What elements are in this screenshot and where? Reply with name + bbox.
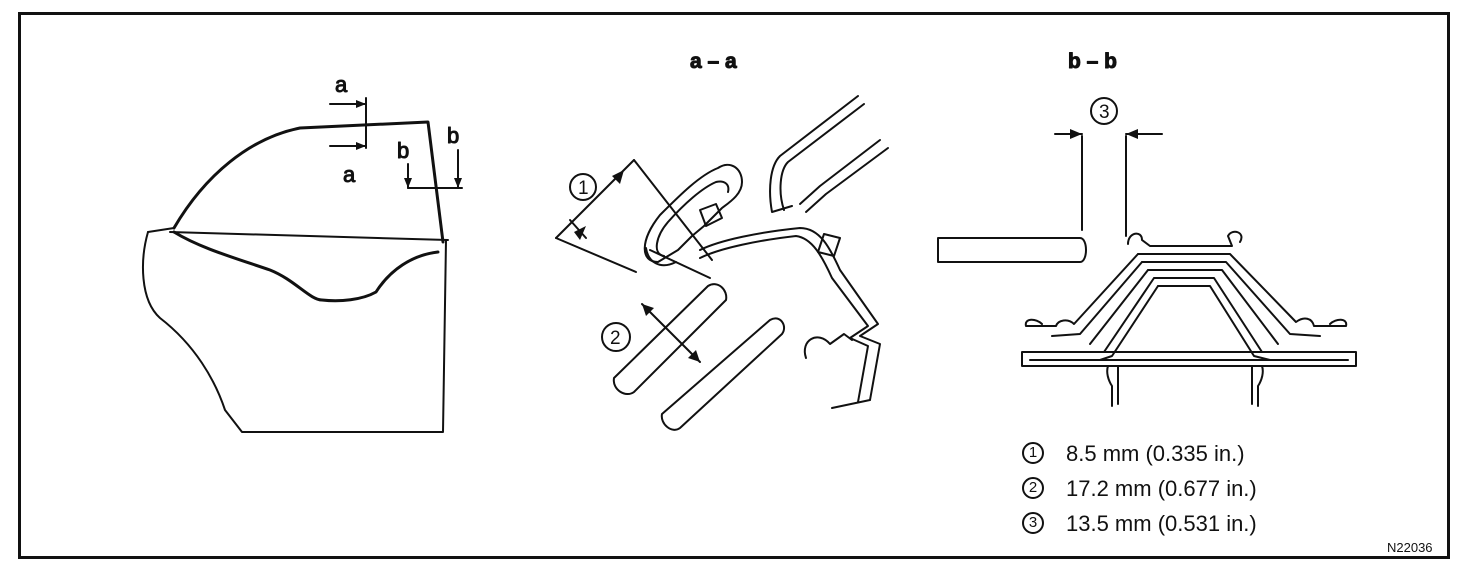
callout-1: 1	[569, 173, 597, 201]
legend-number-3: 3	[1022, 512, 1044, 534]
legend-item-2: 2 17.2 mm (0.677 in.)	[1022, 471, 1352, 506]
cut-label-b-left: b	[397, 138, 409, 163]
dimension-1	[555, 159, 713, 273]
section-title-bb: b – b	[1068, 50, 1117, 73]
section-cut-b	[404, 149, 463, 189]
dimension-legend: 1 8.5 mm (0.335 in.) 2 17.2 mm (0.677 in…	[1022, 436, 1352, 541]
callout-1-number: 1	[578, 178, 589, 199]
legend-number-1: 1	[1022, 442, 1044, 464]
callout-2: 2	[601, 322, 631, 352]
callout-3: 3	[1090, 97, 1118, 125]
legend-item-1: 1 8.5 mm (0.335 in.)	[1022, 436, 1352, 471]
dimension-2	[641, 303, 701, 363]
legend-item-3: 3 13.5 mm (0.531 in.)	[1022, 506, 1352, 541]
weatherstrip-aa	[643, 163, 743, 279]
cut-label-a-bottom: a	[343, 162, 356, 187]
dimension-3	[1054, 129, 1163, 237]
roof-rail-bb	[1021, 230, 1357, 407]
section-cut-a	[329, 97, 367, 150]
callout-3-number: 3	[1099, 102, 1110, 123]
cut-label-a-top: a	[335, 72, 348, 97]
door-outline	[142, 120, 449, 433]
glass-aa	[612, 283, 786, 431]
legend-number-2: 2	[1022, 477, 1044, 499]
glass-bb	[937, 237, 1087, 263]
roof-panel-aa	[699, 95, 889, 409]
callout-2-number: 2	[610, 328, 621, 349]
legend-text-1: 8.5 mm (0.335 in.)	[1066, 441, 1245, 466]
legend-text-2: 17.2 mm (0.677 in.)	[1066, 476, 1257, 501]
figure-id: N22036	[1387, 540, 1433, 555]
diagram-frame	[18, 12, 1450, 559]
legend-text-3: 13.5 mm (0.531 in.)	[1066, 511, 1257, 536]
cut-label-b-right: b	[447, 123, 459, 148]
section-title-aa: a – a	[690, 50, 737, 73]
